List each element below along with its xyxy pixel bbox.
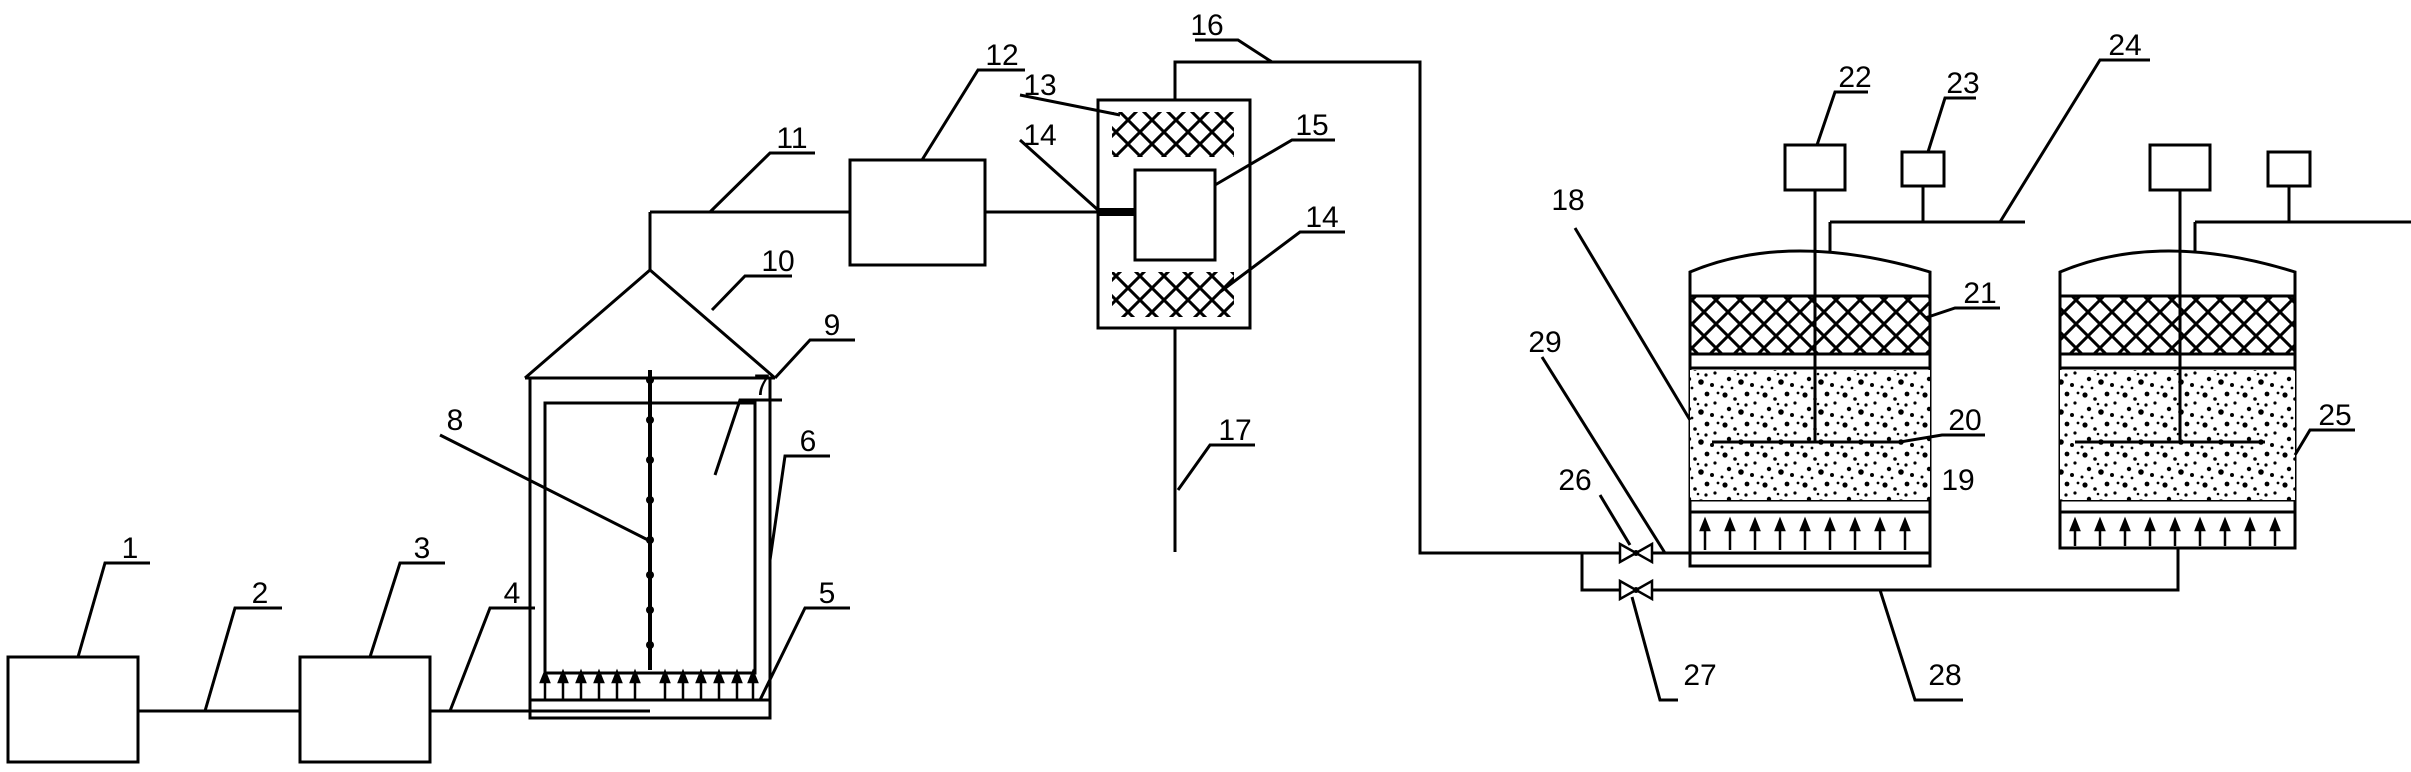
label-23: 23 xyxy=(1946,67,1979,100)
label-3: 3 xyxy=(414,532,431,565)
pipe-24 xyxy=(1828,186,2025,252)
label-16: 16 xyxy=(1190,9,1223,42)
reactor-25-dome xyxy=(2058,249,2297,278)
element-15 xyxy=(1133,168,1217,262)
unit-12-box xyxy=(848,158,987,267)
label-8: 8 xyxy=(447,404,464,437)
label-1: 1 xyxy=(122,532,139,565)
packing-14-bottom xyxy=(1112,272,1234,317)
unit-22-box xyxy=(1783,143,1847,192)
reactor-25-gas-pipe xyxy=(2193,186,2411,252)
reactor-25-divisions xyxy=(2060,294,2295,514)
unit-1-box xyxy=(6,655,140,764)
label-20: 20 xyxy=(1948,404,1981,437)
label-28: 28 xyxy=(1928,659,1961,692)
label-26: 26 xyxy=(1558,464,1591,497)
label-27: 27 xyxy=(1683,659,1716,692)
shaft-8-beads xyxy=(646,376,654,649)
label-11: 11 xyxy=(776,122,807,155)
labels: 1 2 3 4 5 6 7 8 9 10 11 12 13 14 14 15 1… xyxy=(122,9,2352,692)
reactor-25-small-box xyxy=(2266,150,2312,188)
label-29: 29 xyxy=(1528,326,1561,359)
label-18: 18 xyxy=(1551,184,1584,217)
label-5: 5 xyxy=(819,577,836,610)
label-19: 19 xyxy=(1941,464,1974,497)
tank-6-outer xyxy=(528,378,772,720)
label-15: 15 xyxy=(1295,109,1328,142)
diffuser-5 xyxy=(539,668,759,700)
label-25: 25 xyxy=(2318,399,2351,432)
pipe-16 xyxy=(1173,60,1620,555)
leader-lines xyxy=(76,38,2355,712)
label-24: 24 xyxy=(2108,29,2141,62)
diffuser-19 xyxy=(1699,516,1911,550)
label-14-bottom: 14 xyxy=(1305,201,1338,234)
packing-25 xyxy=(2060,296,2295,354)
reactor-25-diffuser xyxy=(2069,516,2281,546)
label-7: 7 xyxy=(754,369,771,402)
reactor-25-top-box xyxy=(2148,143,2212,192)
label-9: 9 xyxy=(824,309,841,342)
media-20 xyxy=(1690,370,1930,500)
label-21: 21 xyxy=(1963,277,1996,310)
label-2: 2 xyxy=(252,577,269,610)
reactor-18-dome xyxy=(1688,249,1932,278)
valve-26 xyxy=(1618,541,1654,565)
label-12: 12 xyxy=(985,39,1018,72)
unit-23-box xyxy=(1900,150,1946,188)
label-22: 22 xyxy=(1838,61,1871,94)
label-14-top: 13 xyxy=(1023,69,1056,102)
label-17: 17 xyxy=(1218,414,1251,447)
packing-14-top xyxy=(1112,112,1234,157)
label-6: 6 xyxy=(800,425,817,458)
label-13: 14 xyxy=(1023,119,1056,152)
label-4: 4 xyxy=(504,577,521,610)
unit-3-box xyxy=(298,655,432,764)
valve-27 xyxy=(1618,578,1654,602)
media-25 xyxy=(2060,370,2295,500)
packing-21 xyxy=(1690,296,1930,354)
tank-6-roof xyxy=(524,268,776,380)
label-10: 10 xyxy=(761,245,794,278)
